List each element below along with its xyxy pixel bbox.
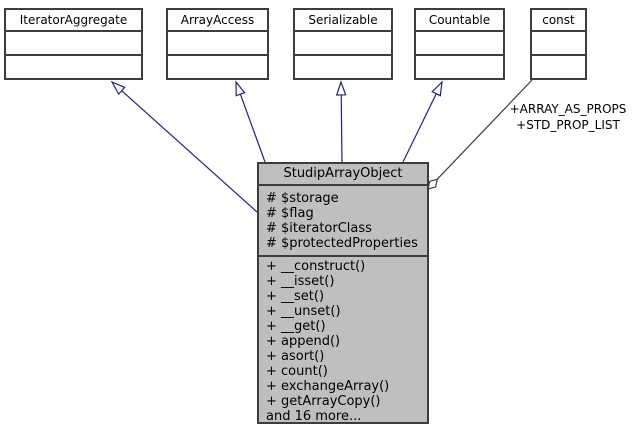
aggregation-edge-label-line2: +STD_PROP_LIST (516, 118, 620, 132)
method-item: + append() (266, 334, 341, 349)
class-node-arrayaccess[interactable]: ArrayAccess (166, 8, 269, 80)
class-name-label: Serializable (295, 10, 391, 32)
attributes-compartment-empty (416, 32, 503, 54)
class-name-label: Countable (416, 10, 503, 32)
methods-compartment-empty (6, 54, 141, 78)
aggregation-diamond (427, 178, 439, 190)
methods-compartment-empty (532, 54, 585, 78)
inheritance-edge-arrayaccess (239, 93, 266, 163)
class-name-label: ArrayAccess (168, 10, 267, 32)
attribute-item: # $iteratorClass (266, 221, 372, 236)
inheritance-arrowhead-serializable (335, 80, 347, 96)
method-item: + __set() (266, 289, 325, 304)
method-item: + __get() (266, 319, 326, 334)
inheritance-arrowhead-countable (431, 80, 443, 97)
class-node-iteratoraggregate[interactable]: IteratorAggregate (4, 8, 143, 80)
methods-compartment-empty (168, 54, 267, 78)
class-name-label: const (532, 10, 585, 32)
method-item: + exchangeArray() (266, 379, 390, 394)
attributes-compartment: # $storage # $flag # $iteratorClass # $p… (259, 186, 427, 257)
inheritance-arrowhead-arrayaccess (235, 80, 246, 97)
method-item: + __isset() (266, 274, 335, 289)
class-node-const[interactable]: const (530, 8, 587, 80)
methods-compartment-empty (416, 54, 503, 78)
attribute-item: # $protectedProperties (266, 236, 418, 251)
aggregation-edge-label-line1: +ARRAY_AS_PROPS (509, 102, 627, 116)
attributes-compartment-empty (532, 32, 585, 54)
attributes-compartment-empty (295, 32, 391, 54)
method-item: + asort() (266, 349, 325, 364)
method-item: + count() (266, 364, 328, 379)
attributes-compartment-empty (6, 32, 141, 54)
method-item: + __construct() (266, 259, 366, 274)
inheritance-edge-serializable (340, 94, 343, 163)
inheritance-arrowhead-iteratoraggregate (110, 80, 126, 96)
attribute-item: # $storage (266, 191, 339, 206)
class-node-serializable[interactable]: Serializable (293, 8, 393, 80)
methods-compartment: + __construct() + __isset() + __set() + … (259, 257, 427, 424)
methods-compartment-empty (295, 54, 391, 78)
method-item: + __unset() (266, 304, 341, 319)
class-name-label: StudipArrayObject (259, 164, 427, 186)
method-item: + getArrayCopy() (266, 394, 381, 409)
attributes-compartment-empty (168, 32, 267, 54)
aggregation-edge-label: +ARRAY_AS_PROPS +STD_PROP_LIST (499, 101, 637, 133)
inheritance-edge-countable (402, 93, 437, 163)
method-item: and 16 more... (266, 409, 362, 424)
class-node-countable[interactable]: Countable (414, 8, 505, 80)
inheritance-edge-iteratoraggregate (121, 90, 258, 213)
class-node-studiparrayobject[interactable]: StudipArrayObject # $storage # $flag # $… (257, 162, 429, 424)
class-name-label: IteratorAggregate (6, 10, 141, 32)
attribute-item: # $flag (266, 206, 314, 221)
